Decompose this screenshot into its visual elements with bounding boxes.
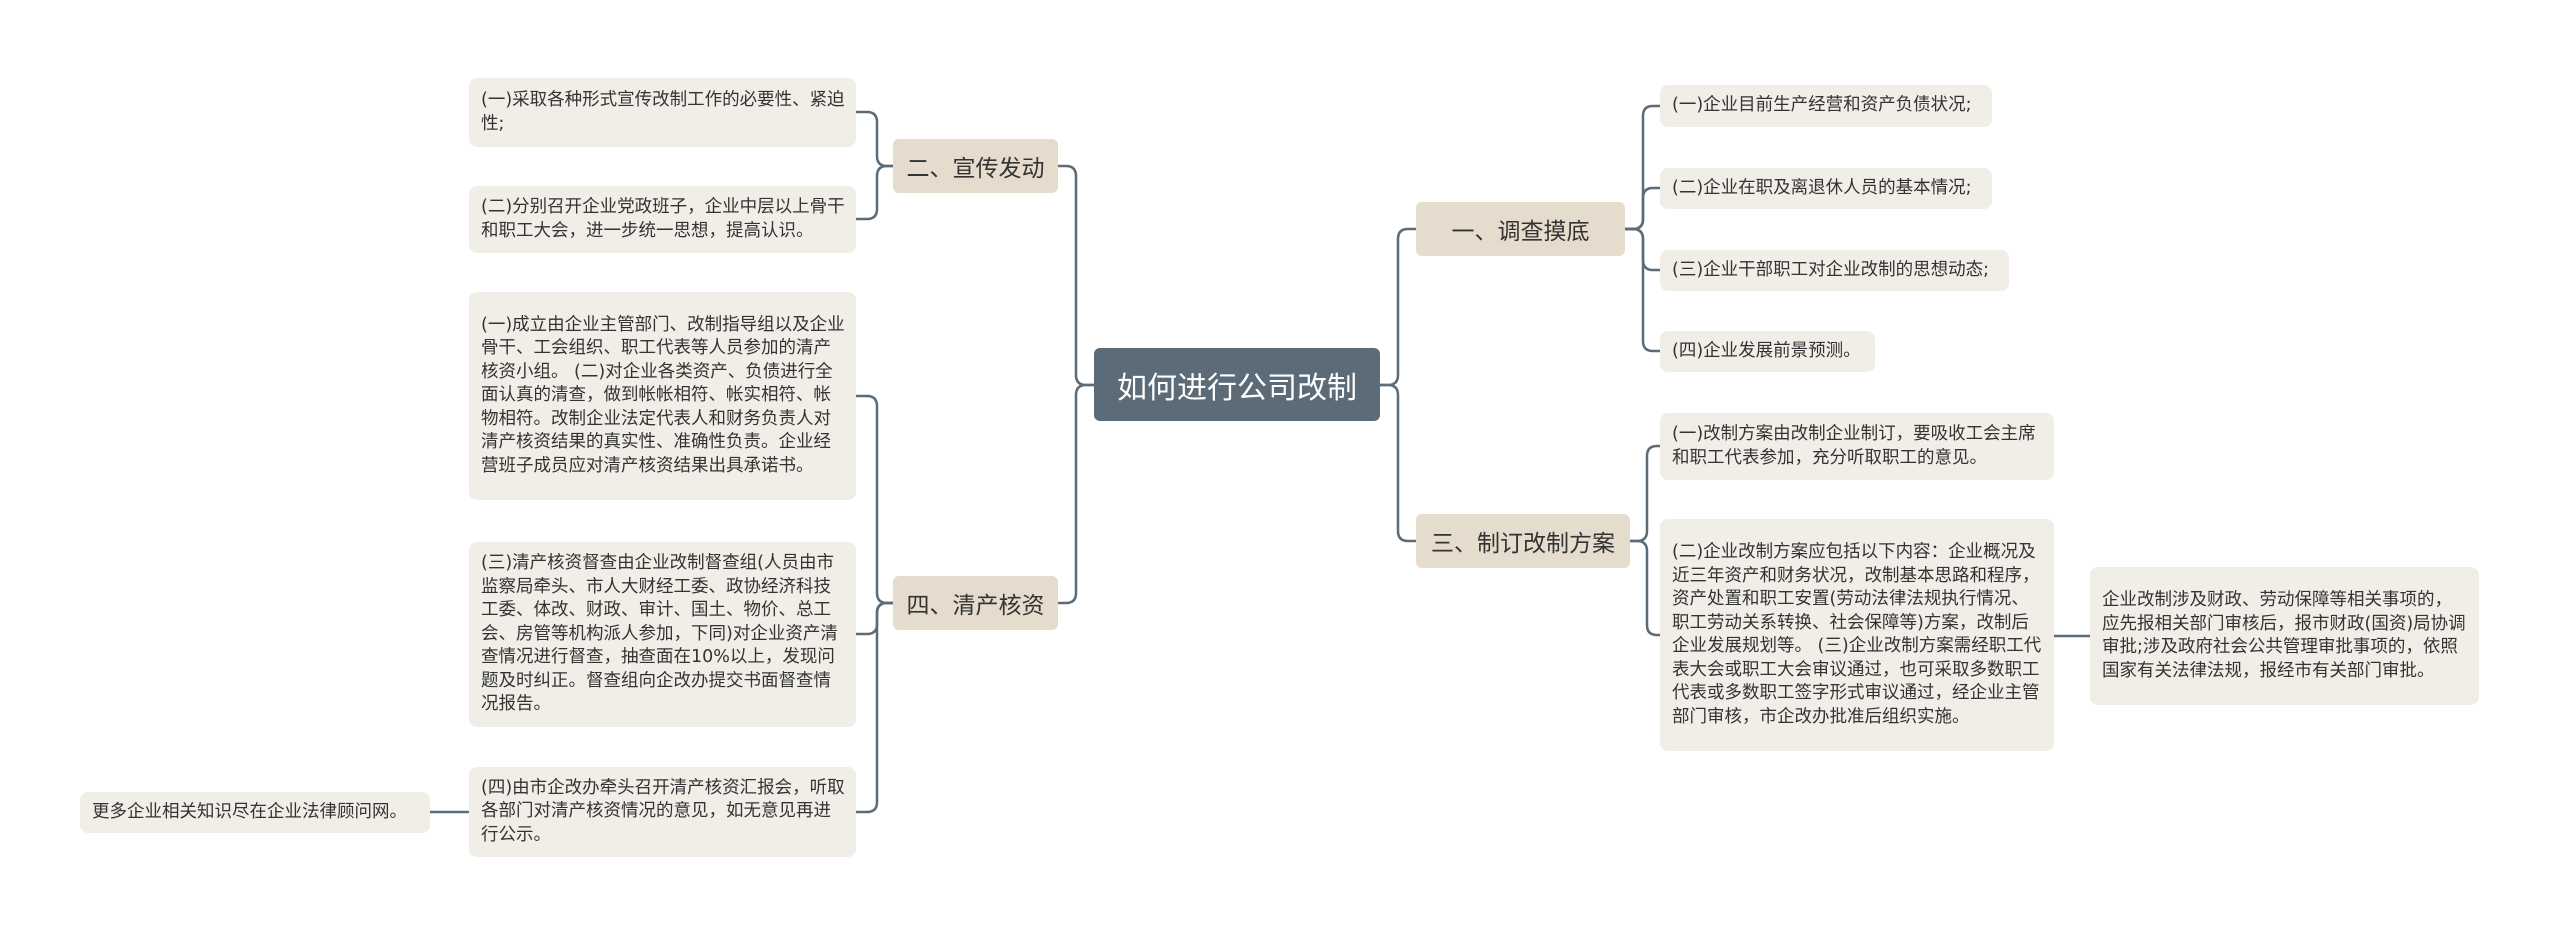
connector-line	[856, 601, 893, 636]
branch-publicity[interactable]: 二、宣传发动	[893, 139, 1058, 193]
leaf-survey-1[interactable]: (一)企业目前生产经营和资产负债状况;	[1660, 85, 1992, 127]
leaf-plan-1[interactable]: (一)改制方案由改制企业制订，要吸收工会主席和职工代表参加，充分听取职工的意见。	[1660, 413, 2054, 480]
leaf-plan-2[interactable]: (二)企业改制方案应包括以下内容：企业概况及近三年资产和财务状况，改制基本思路和…	[1660, 519, 2054, 751]
connector-line	[856, 164, 893, 221]
leaf-publicity-1[interactable]: (一)采取各种形式宣传改制工作的必要性、紧迫性;	[469, 78, 856, 147]
connector-line	[1625, 186, 1660, 231]
leaf-asset-2[interactable]: (三)清产核资督查由企业改制督查组(人员由市监察局牵头、市人大财经工委、政协经济…	[469, 542, 856, 727]
connector-line	[1625, 227, 1660, 353]
leaf-asset-1[interactable]: (一)成立由企业主管部门、改制指导组以及企业骨干、工会组织、职工代表等人员参加的…	[469, 292, 856, 500]
branch-plan[interactable]: 三、制订改制方案	[1416, 514, 1630, 568]
central-topic[interactable]: 如何进行公司改制	[1094, 348, 1380, 421]
branch-asset-check[interactable]: 四、清产核资	[893, 576, 1058, 630]
connector-line	[1058, 383, 1094, 605]
leaf-survey-3[interactable]: (三)企业干部职工对企业改制的思想动态;	[1660, 250, 2009, 291]
connector-line	[856, 110, 893, 168]
connector-line	[1630, 444, 1660, 543]
connector-line	[1058, 164, 1094, 387]
connector-line	[1380, 383, 1416, 543]
leaf-publicity-2[interactable]: (二)分别召开企业党政班子，企业中层以上骨干和职工大会，进一步统一思想，提高认识…	[469, 186, 856, 253]
leaf-more-info[interactable]: 更多企业相关知识尽在企业法律顾问网。	[80, 792, 430, 833]
leaf-survey-2[interactable]: (二)企业在职及离退休人员的基本情况;	[1660, 168, 1992, 209]
branch-survey[interactable]: 一、调查摸底	[1416, 202, 1625, 256]
connector-line	[1380, 227, 1416, 387]
leaf-survey-4[interactable]: (四)企业发展前景预测。	[1660, 331, 1875, 372]
leaf-asset-3[interactable]: (四)由市企改办牵头召开清产核资汇报会，听取各部门对清产核资情况的意见，如无意见…	[469, 767, 856, 857]
leaf-plan-approval[interactable]: 企业改制涉及财政、劳动保障等相关事项的，应先报相关部门审核后，报市财政(国资)局…	[2090, 567, 2479, 705]
connector-line	[856, 601, 893, 814]
connector-line	[856, 394, 893, 605]
connector-line	[1630, 539, 1660, 637]
